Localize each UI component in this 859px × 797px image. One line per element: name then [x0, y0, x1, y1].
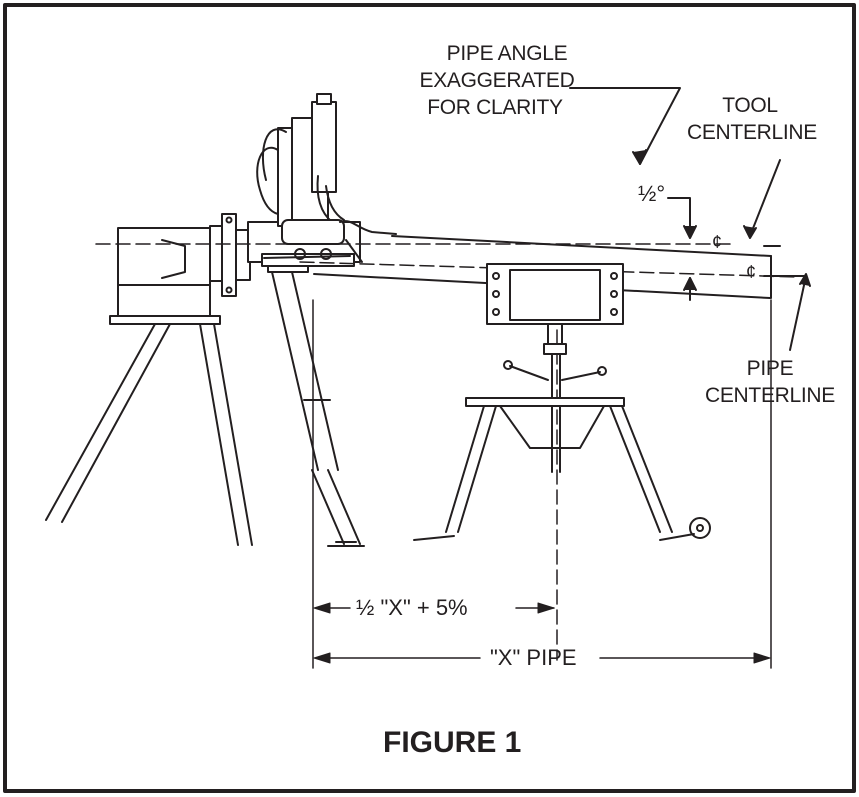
- half-degree-marker: [667, 197, 697, 301]
- label-x-pipe-dimension: "X" PIPE: [490, 645, 577, 670]
- pipe-support-stand: [413, 263, 711, 541]
- label-pipe-angle-line3: FOR CLARITY: [427, 96, 563, 119]
- label-half-x-dimension: ½ "X" + 5%: [356, 595, 468, 620]
- label-tool-centerline-line1: TOOL: [722, 94, 778, 117]
- tool-centerline-leader: [743, 159, 781, 239]
- figure-border: [3, 3, 856, 793]
- label-pipe-centerline-line1: PIPE: [746, 357, 794, 380]
- label-pipe-angle-line2: EXAGGERATED: [419, 69, 575, 92]
- pipe-angle-leader: [569, 87, 681, 165]
- machine-front-leg: [271, 271, 365, 547]
- pipe-centerline-symbol: ¢: [746, 262, 757, 282]
- dimension-arrowheads: [313, 602, 771, 664]
- tool-centerline-symbol: ¢: [712, 232, 723, 252]
- machine-chuck-flange: [209, 213, 251, 297]
- machine-tripod-stand: [45, 227, 253, 546]
- threading-machine: [247, 93, 397, 273]
- figure-caption: FIGURE 1: [383, 726, 522, 759]
- label-pipe-angle-line1: PIPE ANGLE: [446, 42, 568, 65]
- label-tool-centerline-line2: CENTERLINE: [686, 121, 818, 144]
- dimension-lines: [312, 299, 772, 669]
- pipe-centerline-leader: [763, 245, 811, 351]
- label-pipe-centerline-line2: CENTERLINE: [704, 384, 836, 407]
- label-half-degree: ½°: [638, 181, 666, 206]
